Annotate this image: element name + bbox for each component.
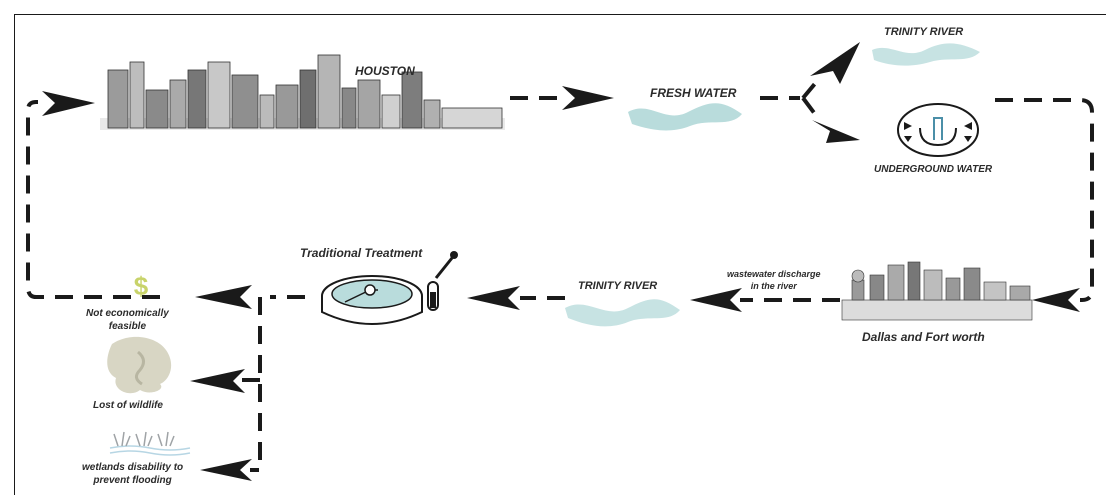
wildlife-icon (107, 336, 172, 394)
dollar-icon: $ (134, 271, 149, 301)
label-underground-water: UNDERGROUND WATER (874, 164, 993, 175)
label-not-economically-feasible: Not economically feasible (86, 307, 169, 333)
flow-right-loop (995, 98, 1094, 302)
label-wetlands-line1: wetlands disability to (82, 462, 184, 473)
label-wastewater-discharge: wastewater discharge in the river (727, 268, 821, 292)
label-not-feasible-line1: Not economically (86, 308, 169, 319)
arrow-to-wetlands (200, 459, 252, 481)
flow-branch-trinity (801, 78, 820, 100)
arrowheads (42, 42, 1080, 481)
test-tube-icon (427, 251, 458, 311)
arrow-into-trinity-bottom (690, 288, 742, 312)
arrow-to-wildlife (190, 369, 245, 393)
flow-lines (26, 78, 1094, 472)
label-wastewater-line1: wastewater discharge (727, 269, 821, 279)
flow-outcomes-vertical (250, 297, 262, 472)
city-skyline-icon (100, 54, 505, 130)
label-trinity-river-top: TRINITY RIVER (884, 26, 964, 38)
arrow-into-trinity-top (810, 42, 860, 84)
label-trinity-river-bottom: TRINITY RIVER (578, 280, 658, 292)
label-not-feasible-line2: feasible (108, 321, 147, 332)
underground-water-icon (897, 103, 979, 157)
arrow-into-houston (42, 91, 95, 116)
water-wave-icon-trinity-bottom (565, 299, 680, 327)
label-lost-of-wildlife: Lost of wildlife (93, 400, 163, 411)
label-traditional-treatment: Traditional Treatment (300, 246, 423, 260)
flow-left-loop (26, 100, 160, 299)
label-wastewater-line2: in the river (750, 281, 797, 291)
wetlands-grass-icon (109, 431, 191, 456)
label-wetlands-disability: wetlands disability to prevent flooding (82, 461, 183, 487)
arrow-to-not-feasible (195, 285, 252, 309)
flow-branch-underground (801, 96, 820, 120)
arrow-into-dallas (1032, 288, 1080, 312)
label-dallas-fort-worth: Dallas and Fort worth (862, 330, 985, 344)
diagram-frame (14, 14, 1106, 495)
label-wetlands-line2: prevent flooding (93, 475, 172, 486)
dollar-symbol: $ (134, 271, 149, 301)
treatment-tank-icon (321, 275, 423, 325)
label-fresh-water: FRESH WATER (650, 86, 737, 100)
arrow-into-freshwater (562, 86, 614, 110)
arrow-into-treatment (467, 286, 520, 310)
city-skyline-icon-dallas (841, 261, 1033, 321)
water-wave-icon (628, 103, 742, 131)
water-wave-icon-trinity-top (872, 43, 980, 66)
arrow-into-underground (812, 120, 860, 143)
label-houston: HOUSTON (355, 64, 415, 78)
